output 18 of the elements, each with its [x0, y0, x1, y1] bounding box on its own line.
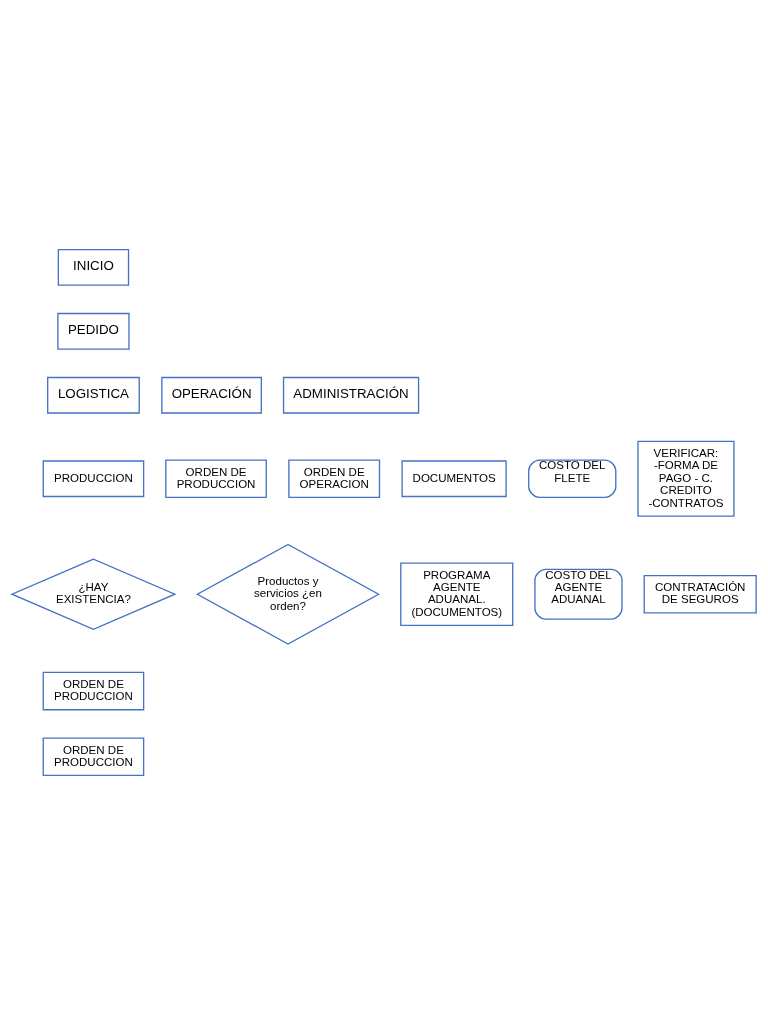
node-box: INICIO	[57, 248, 130, 286]
node-diamond: ¿HAY EXISTENCIA?	[10, 557, 177, 630]
node-box: COSTO DEL AGENTE ADUANAL	[534, 568, 623, 620]
node-box: CONTRATACIÓN DE SEGUROS	[643, 574, 757, 614]
node-box: PROGRAMA AGENTE ADUANAL. (DOCUMENTOS)	[400, 561, 514, 626]
node-box: ORDEN DE OPERACION	[288, 458, 381, 498]
node-box: VERIFICAR: -FORMA DE PAGO - C. CREDITO -CONTRATOS	[637, 440, 735, 517]
node-diamond: Productos y servicios ¿en orden?	[196, 543, 380, 645]
node-box: OPERACIÓN	[161, 376, 262, 414]
node-box: COSTO DEL FLETE	[528, 458, 617, 498]
node-box: DOCUMENTOS	[401, 459, 507, 497]
node-box: ORDEN DE PRODUCCION	[42, 736, 145, 776]
node-box: ORDEN DE PRODUCCION	[165, 458, 267, 498]
node-box: ADMINISTRACIÓN	[282, 376, 420, 414]
node-box: PEDIDO	[57, 312, 130, 350]
node-box: PRODUCCION	[42, 459, 145, 497]
node-box: ORDEN DE PRODUCCION	[42, 671, 145, 710]
node-box: LOGISTICA	[47, 376, 140, 414]
